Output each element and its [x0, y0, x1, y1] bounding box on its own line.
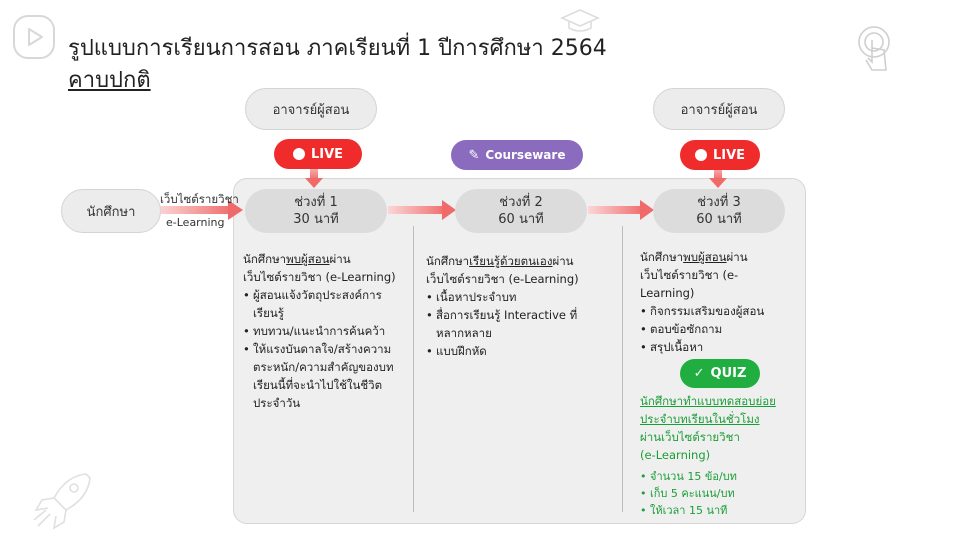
- session-3: ช่วงที่ 3 60 นาที: [653, 189, 785, 233]
- live-badge-left: LIVE: [274, 139, 362, 169]
- list-item: ให้แรงบันดาลใจ/สร้างความตระหนัก/ความสำคั…: [243, 340, 403, 412]
- list-item: ให้เวลา 15 นาที: [640, 502, 796, 519]
- elearning-label: e-Learning: [166, 216, 225, 229]
- pen-icon: ✎: [468, 147, 480, 163]
- teacher-label: อาจารย์ผู้สอน: [680, 102, 758, 118]
- list-item: เนื้อหาประจำบท: [426, 288, 598, 306]
- list-item: ทบทวน/แนะนำการค้นคว้า: [243, 322, 403, 340]
- arrow-session2-session3: [588, 206, 642, 214]
- list-item: จำนวน 15 ข้อ/บท: [640, 468, 796, 485]
- live-dot-icon: [694, 149, 707, 161]
- rocket-icon: [33, 473, 91, 530]
- session-1: ช่วงที่ 1 30 นาที: [245, 189, 387, 233]
- live-dot-icon: [292, 148, 305, 160]
- play-icon: [13, 15, 55, 59]
- live-badge-right: LIVE: [680, 140, 760, 170]
- check-icon: ✓: [693, 366, 705, 381]
- arrow-session1-session2: [388, 206, 444, 214]
- list-item: ตอบข้อซักถาม: [640, 320, 790, 338]
- teacher-node-left: อาจารย์ผู้สอน: [245, 88, 377, 130]
- session-3-description: นักศึกษาพบผู้สอนผ่าน เว็บไซต์รายวิชา (e-…: [640, 248, 790, 356]
- list-item: สรุปเนื้อหา: [640, 338, 790, 356]
- list-item: ผู้สอนแจ้งวัตถุประสงค์การเรียนรู้: [243, 286, 403, 322]
- courseware-badge: ✎ Courseware: [451, 140, 583, 170]
- session-1-description: นักศึกษาพบผู้สอนผ่าน เว็บไซต์รายวิชา (e-…: [243, 250, 403, 412]
- list-item: สื่อการเรียนรู้ Interactive ที่หลากหลาย: [426, 306, 598, 342]
- graduation-cap-icon: [560, 9, 600, 32]
- session-2: ช่วงที่ 2 60 นาที: [455, 189, 587, 233]
- page-subtitle: คาบปกติ: [68, 68, 151, 93]
- session-2-description: นักศึกษาเรียนรู้ด้วยตนเองผ่าน เว็บไซต์รา…: [426, 252, 598, 360]
- teacher-label: อาจารย์ผู้สอน: [272, 102, 350, 118]
- student-node: นักศึกษา: [61, 189, 161, 233]
- list-item: กิจกรรมเสริมของผู้สอน: [640, 302, 790, 320]
- quiz-description: นักศึกษาทำแบบทดสอบย่อยประจำบทเรียนในชั่ว…: [640, 392, 796, 519]
- list-item: แบบฝึกหัด: [426, 342, 598, 360]
- list-item: เก็บ 5 คะแนน/บท: [640, 485, 796, 502]
- student-label: นักศึกษา: [86, 204, 136, 220]
- arrow-student-session1: [158, 206, 230, 214]
- arrow-teacher-session3: [714, 168, 722, 180]
- web-label: เว็บไซต์รายวิชา: [160, 192, 239, 206]
- column-divider: [413, 226, 414, 512]
- teacher-node-right: อาจารย์ผู้สอน: [653, 88, 785, 130]
- quiz-badge: ✓ QUIZ: [680, 359, 760, 388]
- page-title: รูปแบบการเรียนการสอน ภาคเรียนที่ 1 ปีการ…: [68, 36, 607, 61]
- column-divider: [622, 226, 623, 512]
- touch-icon: [858, 26, 890, 71]
- arrow-teacher-session1: [310, 168, 318, 180]
